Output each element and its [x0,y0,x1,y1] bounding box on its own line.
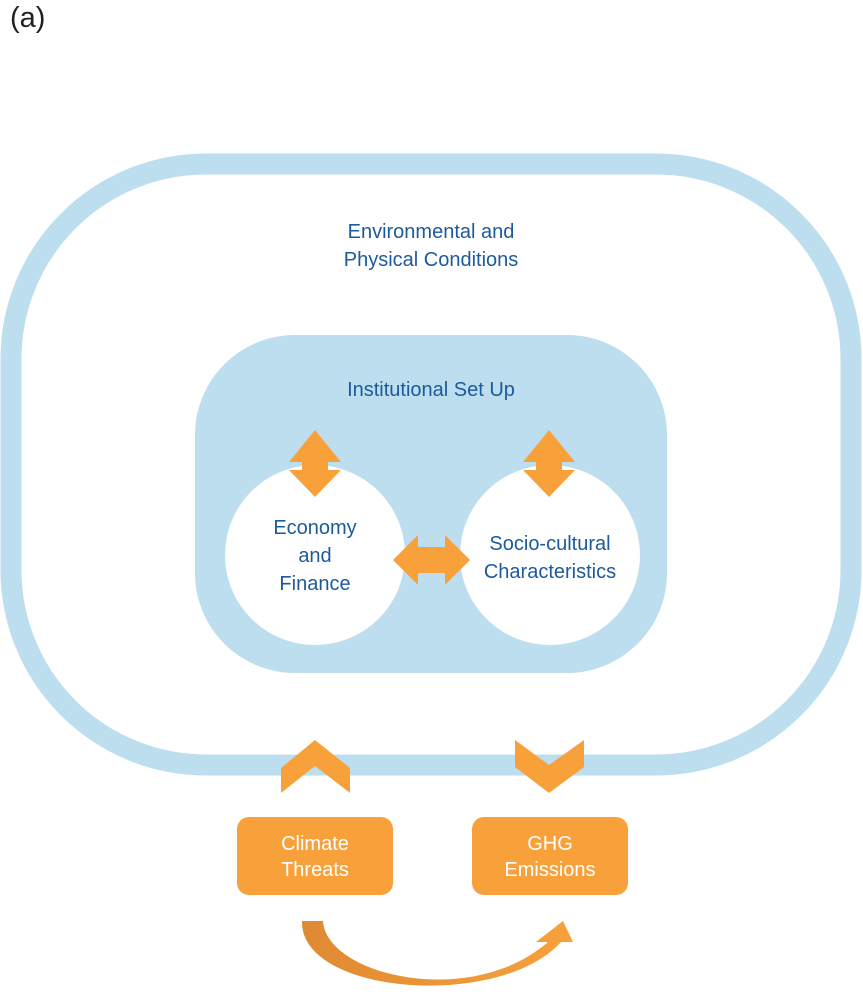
socio-cultural-label: Socio-cultural Characteristics [483,533,617,583]
chevron-down-icon [515,740,584,793]
economy-finance-circle [225,465,405,645]
climate-threats-box [237,817,393,895]
double-arrow-vertical-icon [289,430,341,497]
socio-cultural-circle [460,465,640,645]
environmental-conditions-frame [0,153,862,776]
environmental-conditions-label: Environmental and Physical Conditions [343,221,519,271]
panel-label: (a) [10,2,46,34]
climate-threats-label: Climate Threats [281,833,349,881]
institutional-setup-label: Institutional Set Up [347,379,515,401]
ghg-emissions-box [472,817,628,895]
economy-finance-label: Economy and Finance [273,517,357,595]
double-arrow-vertical-icon [523,430,575,497]
chevron-up-icon [281,740,350,793]
ghg-emissions-label: GHG Emissions [504,833,596,881]
double-arrow-horizontal-icon [393,535,470,585]
curved-arrow-icon [301,921,573,986]
